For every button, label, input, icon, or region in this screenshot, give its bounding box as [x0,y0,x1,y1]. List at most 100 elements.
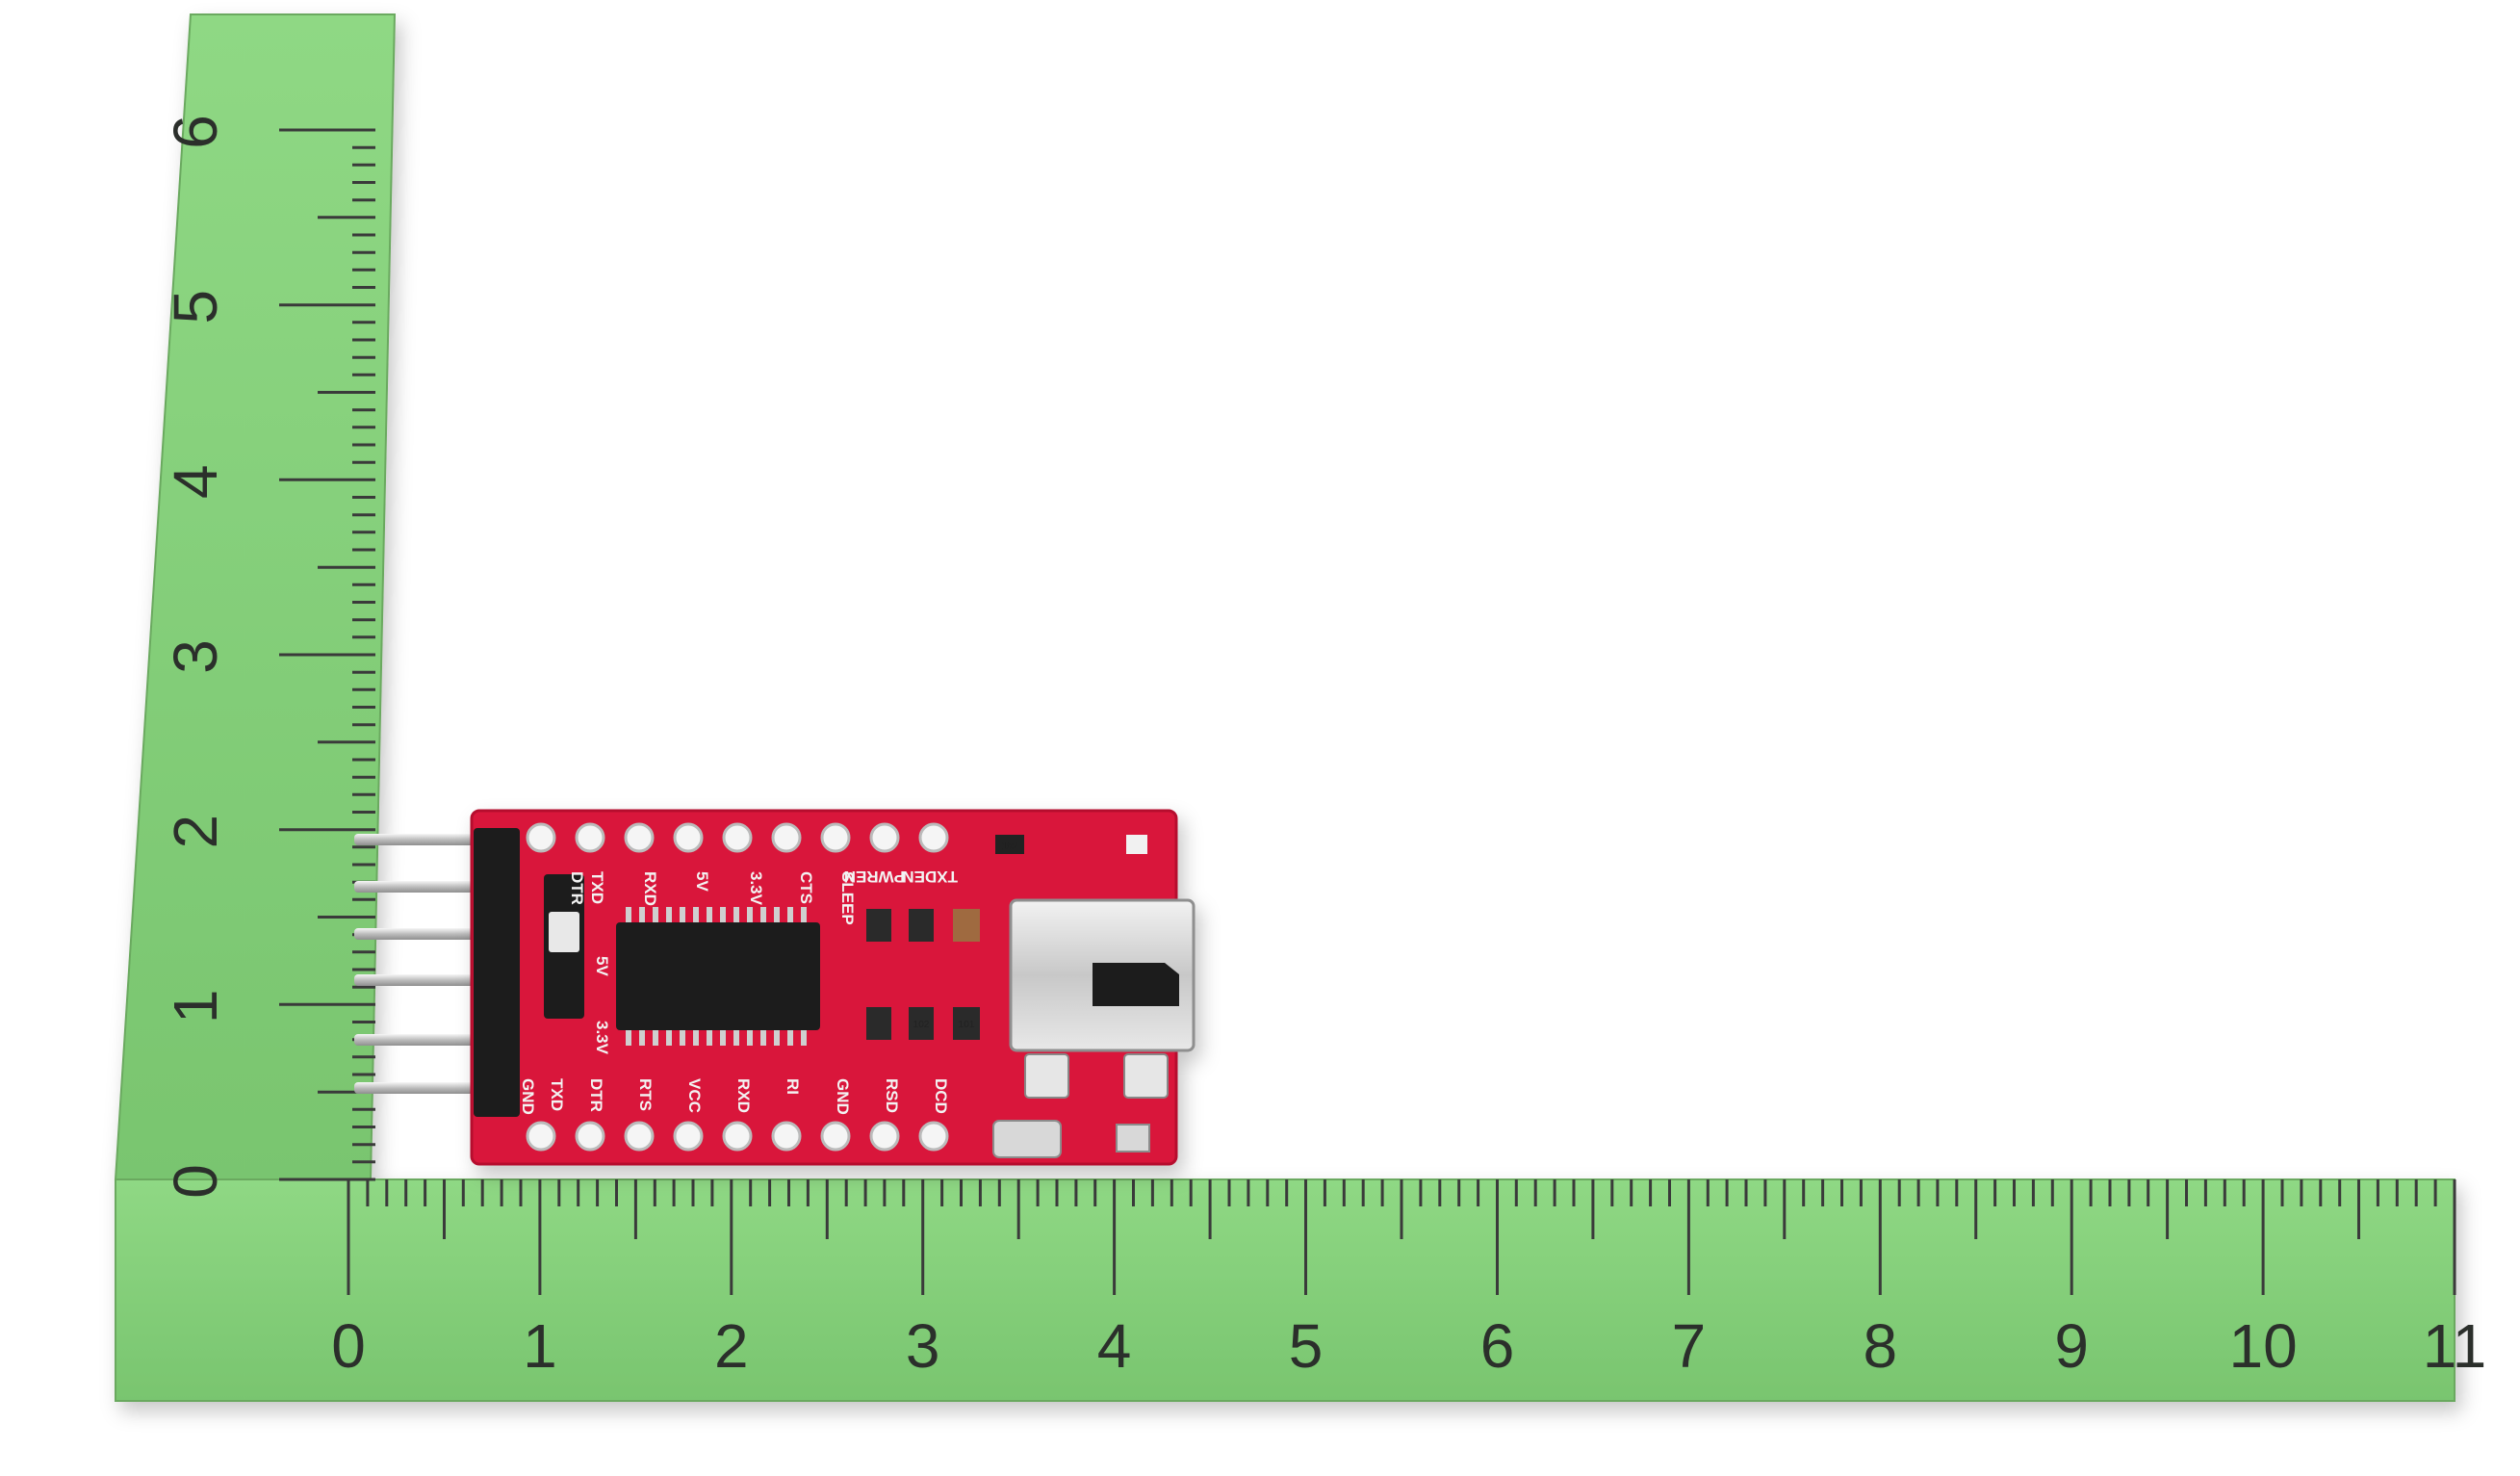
ftdi-chip [616,922,820,1030]
board-pad [771,822,802,853]
header-pin [354,881,484,893]
top-resistor-code: 102 [1002,842,1018,852]
mid-resistor [909,1007,934,1040]
header-pin [354,1034,484,1046]
board-label: RXD [734,1078,753,1113]
board-pad [820,822,851,853]
ruler-label: 4 [1097,1311,1132,1381]
ruler-label: 2 [161,815,230,849]
ic-pin [707,1028,712,1046]
ic-pin [774,907,780,924]
ic-pin [720,907,726,924]
ruler-label: 3 [906,1311,940,1381]
board-pad [575,822,605,853]
low-resistor-code: 101 [959,1020,975,1030]
board-pad [526,822,556,853]
ic-pin [666,1028,672,1046]
board-label: GND [519,1078,537,1115]
ruler-label: 5 [161,290,230,324]
header-pins [354,834,484,1094]
ic-pin [801,1028,807,1046]
board-label: TXD [548,1078,566,1111]
bottom-silkscreen-labels: GND TXD DTR RTS VCC RXD RI GND RSD DCD [519,1078,950,1115]
board-label: DCD [932,1078,950,1114]
board-label: GND [834,1078,852,1115]
smd-part [866,909,891,942]
board-label: RXD [641,871,659,906]
board-label: DTR [587,1078,605,1112]
board-pad [575,1121,605,1152]
smd-part [866,1007,891,1040]
board-label: DTR [568,871,586,905]
bottom-pad-row [526,1121,949,1152]
ruler-horizontal-arm [115,1178,2456,1402]
ruler [114,13,2456,1402]
ic-pin [760,907,766,924]
ic-pin [626,907,631,924]
low-resistor [953,1007,980,1040]
mini-usb-connector [1009,898,1196,1099]
board-label: RTS [636,1078,655,1111]
board-label: TXDEN [902,867,958,886]
board-pad [722,1121,753,1152]
board-label: RI [784,1078,802,1095]
board-label: TXD [588,871,606,904]
ruler-label: 2 [714,1311,749,1381]
header-pin [354,928,484,940]
ic-pin [760,1028,766,1046]
ruler-label: 9 [2054,1311,2089,1381]
board-pad [673,1121,704,1152]
board-label: VCC [685,1078,704,1113]
ic-pin [680,1028,685,1046]
ruler-label: 8 [1864,1311,1898,1381]
ruler-label: 5 [1289,1311,1324,1381]
jumper-cap [549,912,579,952]
board-label: 5V [693,871,711,892]
ruler-label: 11 [2423,1311,2486,1381]
ic-pin [733,1028,739,1046]
ic-pin [733,907,739,924]
smd-part [909,909,934,942]
ic-pin [774,1028,780,1046]
ruler-label: 1 [523,1311,557,1381]
board-pad [771,1121,802,1152]
board-pad [869,822,900,853]
ic-pin [639,907,645,924]
horizontal-ruler-ticks [347,1179,2456,1295]
mid-resistor-code: 102 [913,1020,930,1030]
top-led [1126,835,1147,854]
smd-components: 102 102 101 [866,835,1150,1158]
ic-pin [693,907,699,924]
bottom-led [1116,1124,1150,1152]
ruler-label: 3 [161,639,230,674]
ruler-label: 4 [161,465,230,500]
board-label: CTS [797,871,815,904]
ic-pin [787,907,793,924]
board-label: RSD [883,1078,901,1113]
board-pad [624,822,655,853]
ic-pin [707,907,712,924]
board-pad [624,1121,655,1152]
ic-pin [653,1028,658,1046]
pin-header-block [474,828,520,1117]
jumper-label-3v3: 3.3V [593,1021,611,1055]
ic-pin [747,1028,753,1046]
ruler-label: 1 [161,990,230,1024]
ruler-label: 0 [161,1164,230,1199]
board-label: SLEEP [838,871,857,925]
header-pin [354,974,484,986]
ic-pin [693,1028,699,1046]
top-pad-row [526,822,949,853]
board-pad [918,822,949,853]
ic-pin [680,907,685,924]
ic-pin [653,907,658,924]
top-resistor [995,835,1024,854]
smd-capacitor [953,909,980,942]
board-pad [918,1121,949,1152]
ruler-label: 6 [161,115,230,149]
vertical-ruler-ticks [279,128,375,1181]
ic-pin [666,907,672,924]
ic-pin [720,1028,726,1046]
